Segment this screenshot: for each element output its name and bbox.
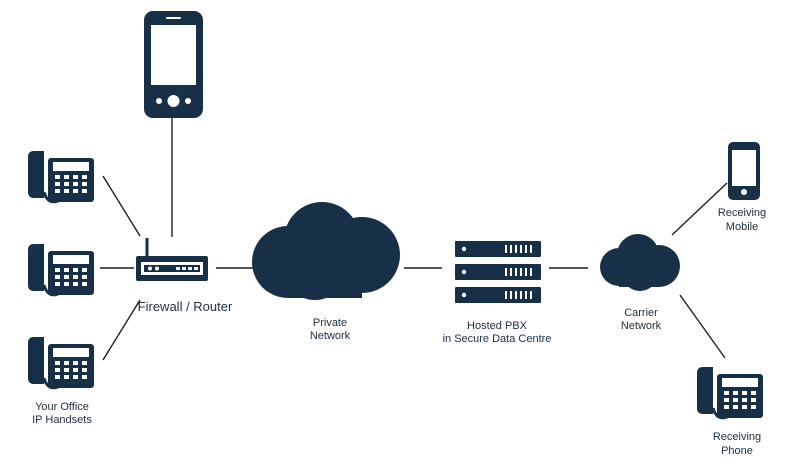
- line-phone3-router: [102, 299, 141, 361]
- mobile-phone-icon: [728, 142, 760, 200]
- private-network-label-line1: Private: [313, 317, 347, 329]
- receiving-phone-label-line1: Receiving: [713, 431, 761, 443]
- server-rack-icon: [455, 241, 541, 303]
- receiving-mobile-label-line1: Receiving: [718, 207, 766, 219]
- pbx-label-line1: Hosted PBX: [467, 320, 528, 332]
- office-phones: [26, 149, 96, 390]
- receiving-phone-label-line2: Phone: [721, 445, 753, 457]
- office-label-line2: IP Handsets: [32, 414, 92, 426]
- carrier-label-line2: Network: [621, 320, 662, 332]
- desk-phone-icon: [26, 242, 96, 297]
- line-carrier-mobile: [671, 182, 728, 236]
- pbx-label-line2: in Secure Data Centre: [443, 333, 552, 345]
- carrier-label-line1: Carrier: [624, 307, 658, 319]
- router-label: Firewall / Router: [138, 299, 233, 314]
- receiving-mobile-label-line2: Mobile: [726, 221, 758, 233]
- carrier-network-cloud-icon: [600, 234, 680, 291]
- smartphone-icon: [144, 11, 203, 118]
- desk-phone-icon: [695, 365, 765, 420]
- router-icon: [136, 238, 208, 281]
- connection-lines: [100, 118, 728, 361]
- private-network-cloud-icon: [252, 202, 400, 300]
- line-phone1-router: [102, 175, 141, 237]
- desk-phone-icon: [26, 335, 96, 390]
- private-network-label-line2: Network: [310, 330, 351, 342]
- desk-phone-icon: [26, 149, 96, 204]
- office-label-line1: Your Office: [35, 401, 89, 413]
- line-carrier-phone: [679, 294, 726, 359]
